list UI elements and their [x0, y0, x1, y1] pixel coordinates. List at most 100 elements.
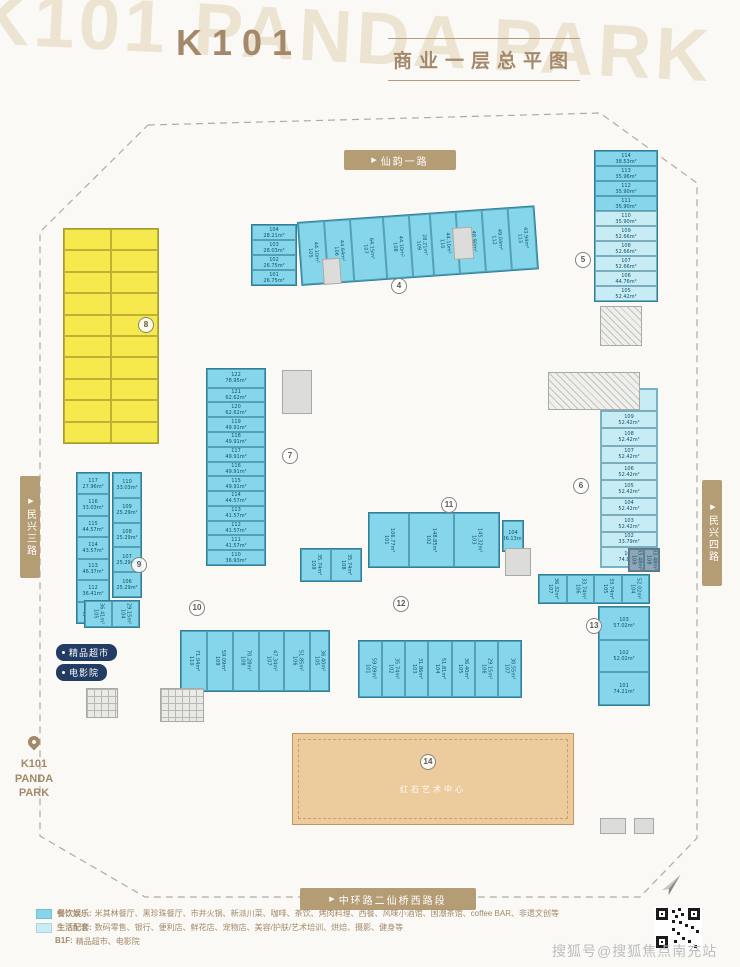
- unit-area: 52.42m²: [618, 523, 640, 530]
- unit-area: 33.03m²: [82, 505, 104, 512]
- k101-logo: K101: [176, 22, 303, 63]
- unit-number: 116: [231, 462, 241, 469]
- unit-number: 106: [291, 656, 298, 666]
- unit-number: 104: [629, 584, 636, 594]
- unit-area: 47.34m²: [271, 650, 278, 672]
- unit-area: 33.79m²: [618, 539, 640, 546]
- unit-number: 109: [310, 560, 316, 570]
- unit-area: 52.02m²: [613, 656, 635, 662]
- road-label-top: ▶ 仙韵一路: [344, 150, 456, 170]
- unit-number: 106: [621, 272, 631, 279]
- service-core: [505, 548, 531, 576]
- supermarket-bay: [64, 293, 111, 315]
- unit-number: 107: [265, 656, 272, 666]
- unit-area: 35.74m²: [316, 554, 322, 576]
- unit-area: 36.40m²: [319, 650, 326, 672]
- unit-area: 43.57m²: [82, 547, 104, 554]
- building-block-14: 红石艺术中心: [292, 733, 574, 825]
- building-block-6: 11080.32m²10952.42m²10852.42m²10752.42m²…: [600, 388, 658, 568]
- unit-number: 106: [624, 465, 634, 472]
- road-name: 仙韵一路: [380, 156, 429, 168]
- unit-area: 52.66m²: [615, 248, 637, 255]
- sohu-watermark: 搜狐号@搜狐焦点南充站: [552, 943, 718, 959]
- supermarket-bay: [111, 400, 158, 422]
- unit-area: 36.40m²: [463, 658, 470, 680]
- poi-line: PANDA: [14, 772, 54, 785]
- unit-number: 108: [621, 242, 631, 249]
- unit-number: 104: [508, 530, 518, 536]
- supermarket-bay: [111, 421, 158, 443]
- service-core: [600, 306, 642, 346]
- unit-area: 25.29m²: [116, 584, 138, 591]
- unit-area: 25.29m²: [116, 559, 138, 566]
- unit-area: 33.74m²: [580, 578, 587, 600]
- unit-number: 115: [231, 477, 241, 484]
- block-number-badge-4: 4: [391, 278, 407, 294]
- supermarket-bay: [64, 335, 111, 358]
- unit-area: 25.29m²: [116, 534, 138, 541]
- service-core: [452, 226, 475, 260]
- unit-area: 36.41m²: [98, 603, 105, 625]
- unit-area: 26.75m²: [263, 277, 285, 284]
- unit-number: 110: [231, 551, 241, 558]
- unit-number: 102: [425, 535, 432, 545]
- page-title: 商业一层总平图: [392, 51, 575, 72]
- park-location-marker: K101 PANDA PARK: [6, 733, 62, 800]
- road-arrow-icon: ▶: [329, 896, 335, 903]
- legend-swatch-dining: [36, 909, 52, 919]
- supermarket-bay: [64, 421, 111, 443]
- unit-number: 116: [88, 499, 98, 506]
- unit-area: 28.03m²: [263, 247, 285, 254]
- unit-area: 52.42m²: [615, 293, 637, 300]
- map-pin-icon: [25, 733, 43, 751]
- unit-number: 107: [122, 553, 132, 560]
- unit-number: 112: [621, 182, 631, 189]
- unit-number: 112: [231, 522, 241, 529]
- legend-row-b1f: B1F: 精品超市、电影院: [36, 936, 596, 947]
- unit-number: 112: [88, 584, 98, 591]
- unit-area: 35.90m²: [615, 188, 637, 195]
- unit-area: 49.91m²: [225, 424, 247, 431]
- unit-area: 44.10m²: [312, 241, 320, 264]
- unit-number: 117: [88, 477, 98, 484]
- poi-line: K101: [20, 758, 48, 771]
- supermarket-bay: [111, 293, 158, 315]
- unit-area: 36.93m²: [225, 557, 247, 564]
- unit-number: 104: [269, 226, 279, 233]
- unit-area: 26.75m²: [263, 262, 285, 269]
- art-center-label: 红石艺术中心: [400, 785, 466, 795]
- unit-number: 109: [624, 413, 634, 420]
- unit-area: 59.09m²: [219, 650, 226, 672]
- supermarket-bay: [64, 378, 111, 401]
- unit-area: 62.62m²: [225, 395, 247, 401]
- road-name: 民兴三路: [24, 509, 36, 557]
